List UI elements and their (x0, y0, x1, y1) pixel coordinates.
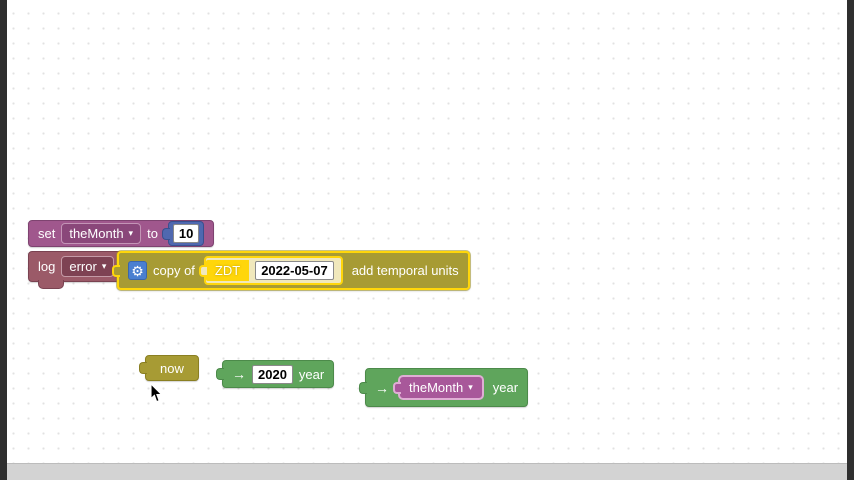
add-temporal-units-label: add temporal units (351, 263, 459, 278)
to-label: to (147, 226, 158, 241)
puzzle-tab-icon (139, 362, 147, 374)
puzzle-tab-icon (112, 264, 120, 277)
set-label: set (38, 226, 56, 241)
chevron-down-icon: ▾ (101, 261, 107, 271)
left-edge-bar (0, 0, 7, 480)
year-unit-label: year (298, 366, 325, 382)
year-unit-label: year (492, 380, 519, 395)
puzzle-tab-icon (216, 368, 224, 380)
date-field[interactable]: 2022-05-07 (255, 261, 334, 280)
variable-year-block[interactable]: → theMonth ▾ year (359, 368, 529, 407)
now-label: now (160, 360, 184, 376)
number-block[interactable]: 10 (161, 221, 205, 246)
arrow-right-icon: → (375, 379, 389, 396)
gear-icon[interactable]: ⚙ (128, 261, 147, 280)
puzzle-tab-icon (393, 381, 401, 394)
puzzle-tab-icon (161, 227, 170, 240)
chevron-down-icon: ▾ (128, 228, 134, 238)
right-edge-bar (847, 0, 854, 480)
variable-getter-label: theMonth (409, 380, 464, 395)
year-number-field[interactable]: 2020 (252, 364, 293, 384)
log-level-dropdown[interactable]: error ▾ (61, 256, 115, 277)
mouse-cursor-icon (150, 383, 163, 403)
next-statement-connector (38, 280, 64, 289)
now-block[interactable]: now (139, 355, 199, 381)
log-level-label: error (69, 259, 97, 274)
chevron-down-icon: ▾ (468, 382, 473, 392)
zdt-label: ZDT (205, 260, 250, 281)
log-label: log (38, 259, 56, 274)
variable-dropdown[interactable]: theMonth ▾ (61, 223, 142, 244)
variable-getter-block[interactable]: theMonth ▾ (393, 375, 484, 400)
arrow-right-icon: → (232, 366, 246, 382)
puzzle-tab-icon (359, 381, 367, 394)
year-2020-block[interactable]: → 2020 year (216, 360, 335, 388)
copy-of-block[interactable]: ⚙ copy of ZDT 2022-05-07 add temporal un… (112, 251, 470, 290)
variable-dropdown-label: theMonth (69, 226, 124, 241)
set-variable-block[interactable]: set theMonth ▾ to 10 (28, 220, 215, 247)
puzzle-tab-icon (198, 264, 207, 277)
zdt-date-block[interactable]: ZDT 2022-05-07 (198, 256, 343, 285)
bottom-scroll-strip (7, 463, 847, 480)
log-block[interactable]: log error ▾ (28, 251, 125, 289)
number-field[interactable]: 10 (172, 224, 200, 243)
copy-of-label: copy of (153, 263, 195, 278)
